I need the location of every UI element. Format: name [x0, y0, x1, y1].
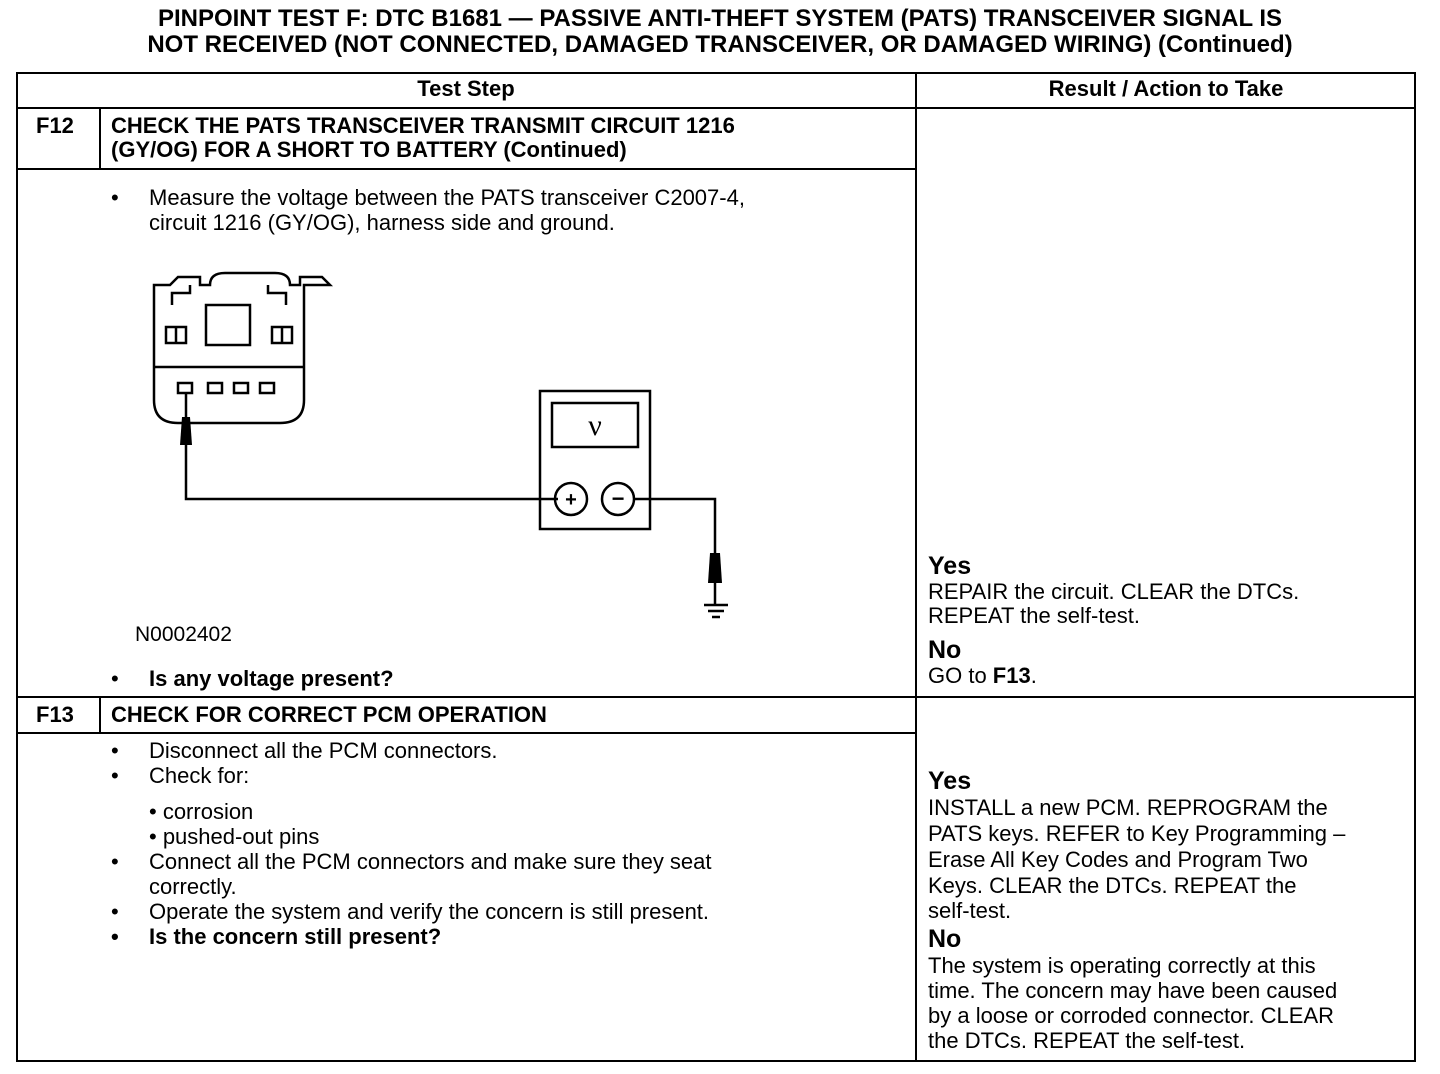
voltmeter-diagram: ν + − [152, 271, 728, 619]
header-divider [16, 107, 1416, 109]
connector-latch [170, 285, 288, 305]
f13-no-line2: time. The concern may have been caused [928, 978, 1338, 1003]
voltmeter-body [538, 389, 652, 531]
f13-title-divider [16, 732, 916, 734]
bullet: • [111, 185, 119, 210]
step-title-f13: CHECK FOR CORRECT PCM OPERATION [111, 702, 547, 727]
step-title-f12-line2: (GY/OG) FOR A SHORT TO BATTERY (Continue… [111, 137, 627, 162]
f12-result: Yes REPAIR the circuit. CLEAR the DTCs. … [928, 552, 1299, 688]
f13-yes-line1: INSTALL a new PCM. REPROGRAM the [928, 795, 1328, 820]
f12-title-divider [16, 168, 916, 170]
bullet: • [111, 763, 119, 788]
f13-question: • Is the concern still present? [111, 924, 442, 949]
bullet: • [111, 666, 119, 691]
f13-bullet3-line2: correctly. [149, 874, 237, 899]
step-title-f12: CHECK THE PATS TRANSCEIVER TRANSMIT CIRC… [111, 114, 735, 162]
f13-yes-line5: self-test. [928, 898, 1012, 923]
f13-sub-corrosion: • corrosion [149, 799, 254, 824]
title-line-2: NOT RECEIVED (NOT CONNECTED, DAMAGED TRA… [147, 31, 1293, 58]
step-id-f13: F13 [36, 702, 74, 727]
bullet: • [111, 849, 119, 874]
f13-bullet4-text: Operate the system and verify the concer… [149, 899, 710, 924]
connector-center-window [204, 303, 252, 347]
positive-sign: + [565, 489, 577, 511]
f12-question-text: Is any voltage present? [149, 666, 394, 691]
f12-step-measure: • Measure the voltage between the PATS t… [111, 185, 745, 235]
voltmeter-display [550, 401, 640, 449]
f13-bullet-operate: • Operate the system and verify the conc… [111, 899, 710, 924]
step-id-f12: F12 [36, 113, 74, 138]
positive-probe-tip [180, 417, 192, 445]
f12-step-measure-line1: Measure the voltage between the PATS tra… [149, 185, 745, 210]
f12-no-label: No [928, 636, 962, 664]
f12-no-target[interactable]: F13 [992, 663, 1031, 688]
id-divider-f13 [99, 697, 101, 734]
id-divider-f12 [99, 108, 101, 170]
f13-no-label: No [928, 925, 962, 953]
pin-cavity-2 [232, 381, 250, 395]
f13-no-line4: the DTCs. REPEAT the self-test. [928, 1028, 1246, 1053]
f12-f13-divider [16, 696, 1416, 698]
f12-step-measure-line2: circuit 1216 (GY/OG), harness side and g… [149, 210, 615, 235]
test-table [16, 72, 1416, 1062]
negative-sign: − [612, 486, 625, 511]
positive-lead [184, 440, 558, 501]
page-title: PINPOINT TEST F: DTC B1681 — PASSIVE ANT… [0, 6, 1440, 58]
negative-probe-tip [708, 553, 722, 583]
title-line-1: PINPOINT TEST F: DTC B1681 — PASSIVE ANT… [157, 5, 1283, 32]
voltmeter-label: ν [588, 409, 602, 442]
f12-no-action: GO to F13. [928, 664, 1299, 688]
f12-yes-line1: REPAIR the circuit. CLEAR the DTCs. [928, 579, 1300, 604]
f13-bullet-check: • Check for: [111, 763, 250, 788]
bullet: • [111, 899, 119, 924]
f13-sub-pins: • pushed-out pins [149, 824, 320, 849]
f12-question: • Is any voltage present? [111, 666, 394, 691]
bullet: • [111, 738, 119, 763]
f12-no-suffix: . [1030, 663, 1037, 688]
header-result: Result / Action to Take [1048, 76, 1284, 101]
f12-yes-label: Yes [928, 552, 972, 580]
f13-bullet1-text: Disconnect all the PCM connectors. [149, 738, 498, 763]
pin-cavity-1 [258, 381, 276, 395]
f13-bullet-connect: • Connect all the PCM connectors and mak… [111, 849, 712, 899]
f13-yes-label: Yes [928, 767, 972, 795]
f13-no-line1: The system is operating correctly at thi… [928, 953, 1316, 978]
f13-yes-line4: Keys. CLEAR the DTCs. REPEAT the [928, 873, 1297, 898]
f13-question-text: Is the concern still present? [149, 924, 442, 949]
f13-bullet3-line1: Connect all the PCM connectors and make … [149, 849, 712, 874]
f13-bullet2-text: Check for: [149, 763, 250, 788]
pin-cavity-3 [206, 381, 224, 395]
connector-body [152, 271, 334, 425]
header-test-step: Test Step [417, 76, 515, 101]
f13-no-line3: by a loose or corroded connector. CLEAR [928, 1003, 1335, 1028]
f13-bullet-disconnect: • Disconnect all the PCM connectors. [111, 738, 498, 763]
bullet: • [111, 924, 119, 949]
f12-no-prefix: GO to [928, 663, 993, 688]
pin-cavity-4 [176, 381, 194, 395]
f12-yes-line2: REPEAT the self-test. [928, 603, 1140, 628]
f13-yes-line3: Erase All Key Codes and Program Two [928, 847, 1308, 872]
figure-id: N0002402 [135, 623, 232, 646]
step-title-f12-line1: CHECK THE PATS TRANSCEIVER TRANSMIT CIRC… [111, 113, 735, 138]
negative-lead [634, 497, 717, 557]
column-divider [915, 72, 917, 1062]
f13-result: Yes INSTALL a new PCM. REPROGRAM the PAT… [928, 767, 1345, 1053]
f13-yes-line2: PATS keys. REFER to Key Programming – [928, 821, 1346, 846]
positive-terminal [553, 481, 589, 517]
